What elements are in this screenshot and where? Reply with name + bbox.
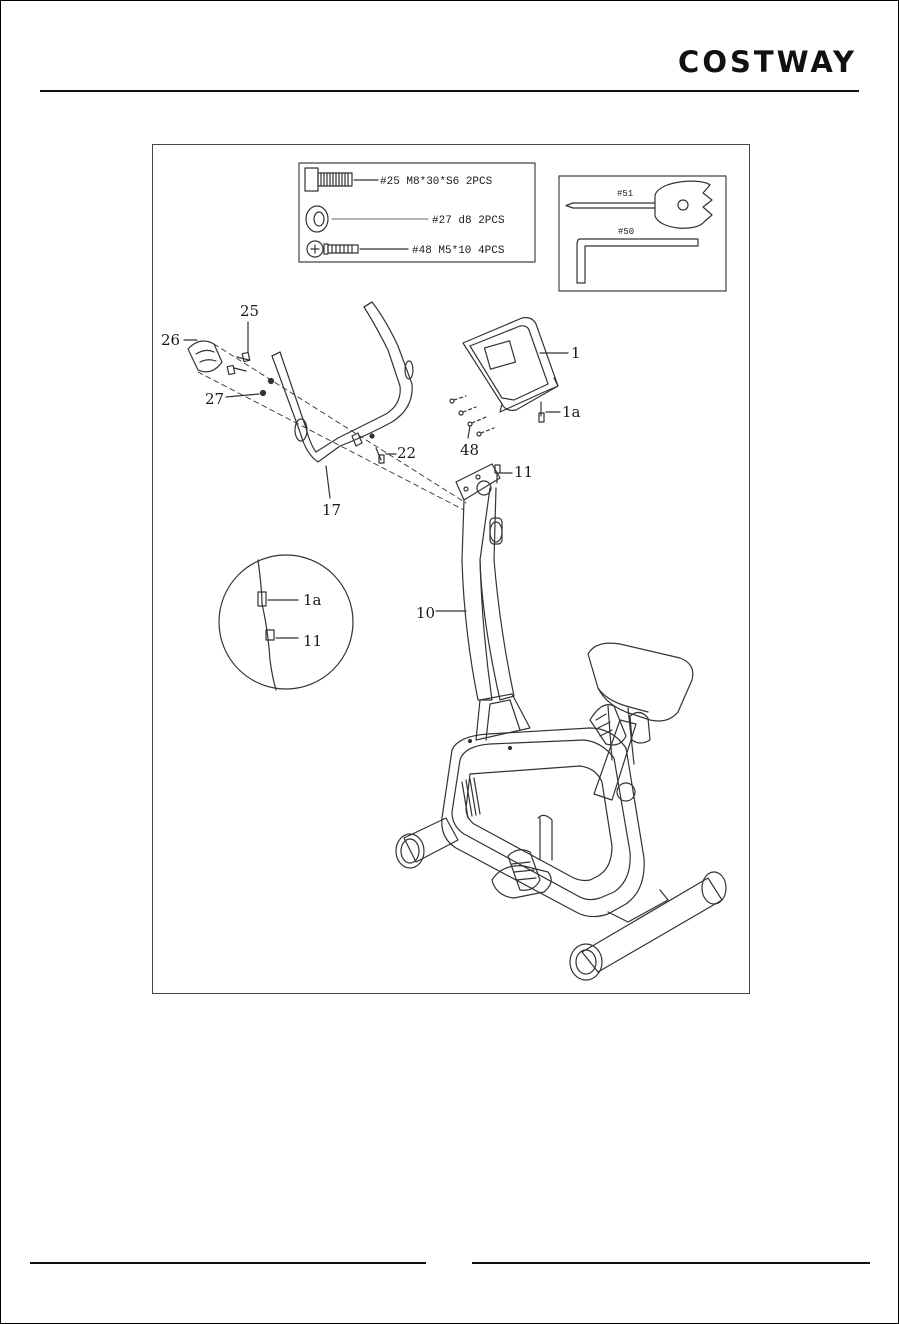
tools-box: #51 #50 — [559, 176, 726, 291]
cable-connection-detail — [219, 555, 353, 690]
label-17: 17 — [322, 501, 341, 519]
label-10: 10 — [416, 604, 435, 622]
label-11: 11 — [514, 463, 533, 481]
label-1: 1 — [571, 344, 581, 362]
handlebar-icon — [272, 302, 413, 462]
footer-rule-left — [30, 1262, 426, 1264]
bolt-icon — [305, 168, 352, 191]
bolt-label: #25 M8*30*S6 2PCS — [380, 176, 493, 188]
washer-icon — [306, 206, 328, 232]
label-1a: 1a — [562, 403, 581, 421]
washer-label: #27 d8 2PCS — [432, 215, 505, 227]
bolt-pair-icon — [227, 352, 250, 374]
hardware-parts-box: #25 M8*30*S6 2PCS #27 d8 2PCS #48 M5*10 … — [299, 163, 535, 262]
wrench-label: #51 — [617, 189, 633, 199]
allen-key-icon — [577, 239, 698, 283]
label-48: 48 — [460, 441, 479, 459]
console-icon — [463, 318, 558, 412]
multi-tool-wrench-icon — [566, 181, 712, 228]
screw-label: #48 M5*10 4PCS — [412, 245, 505, 257]
screw-icon — [307, 241, 358, 257]
console-screws-icon — [450, 396, 494, 436]
footer-rule-right — [472, 1262, 870, 1264]
label-22: 22 — [397, 444, 416, 462]
front-post-icon — [456, 464, 514, 700]
bike-frame-icon — [396, 643, 726, 980]
label-26: 26 — [161, 331, 180, 349]
allen-key-label: #50 — [618, 227, 634, 237]
console-cable-icon — [539, 402, 544, 422]
detail-label-11: 11 — [303, 632, 322, 650]
label-25: 25 — [240, 302, 259, 320]
label-27: 27 — [205, 390, 224, 408]
detail-label-1a: 1a — [303, 591, 322, 609]
washer-pair-icon — [261, 379, 274, 396]
